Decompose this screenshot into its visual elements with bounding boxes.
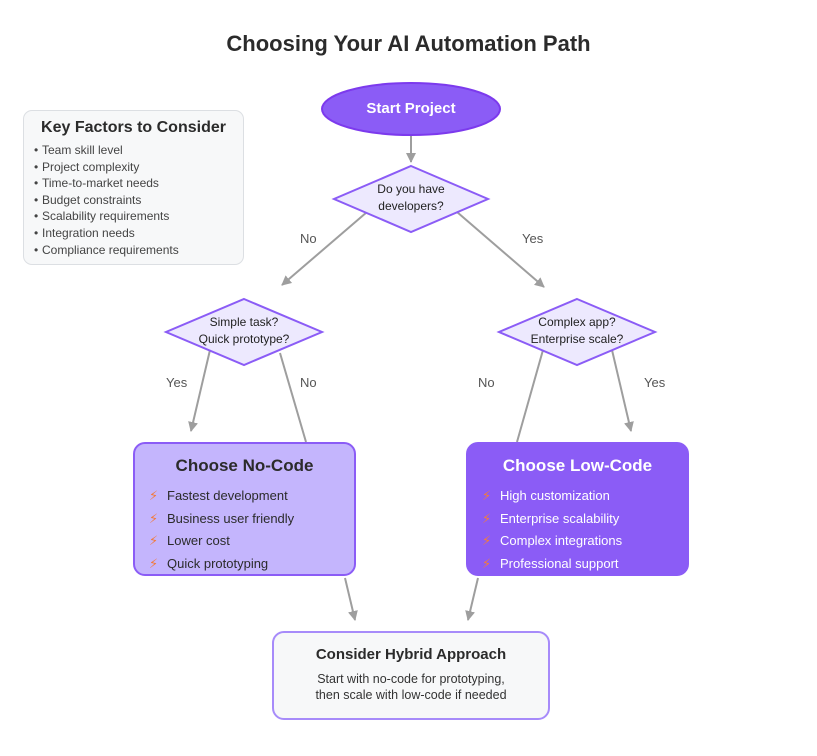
lightning-icon: ⚡	[482, 555, 492, 571]
decision-complex-line2: Enterprise scale?	[530, 332, 624, 346]
factor-label: Budget constraints	[42, 192, 142, 207]
edge-developers-no	[281, 211, 368, 286]
no-code-card: Choose No-Code ⚡ Fastest development ⚡ Bus…	[133, 442, 356, 576]
edge-label-simple-no: No	[300, 375, 317, 390]
factor-label: Scalability requirements	[42, 209, 170, 224]
lightning-icon: ⚡	[482, 533, 492, 548]
edge-simple-yes	[188, 349, 211, 432]
benefit-item: ⚡ High customization	[482, 485, 622, 508]
benefit-item: ⚡ Fastest development	[149, 485, 294, 508]
bullet-icon: •	[34, 159, 39, 174]
no-code-title: Choose No-Code	[175, 456, 314, 475]
factor-item: •Budget constraints	[34, 192, 179, 209]
edge-label-complex-yes: Yes	[644, 375, 666, 390]
low-code-card: Choose Low-Code ⚡ High customization ⚡ Ent…	[466, 442, 689, 576]
lightning-icon: ⚡	[149, 488, 159, 503]
benefit-label: Lower cost	[167, 533, 230, 548]
benefit-item: ⚡ Business user friendly	[149, 508, 294, 531]
benefit-label: High customization	[500, 488, 610, 503]
lightning-icon: ⚡	[482, 510, 492, 526]
decision-simple-line1: Simple task?	[209, 315, 279, 329]
edge-complex-no	[516, 349, 544, 443]
factor-label: Integration needs	[42, 225, 135, 240]
factor-label: Time-to-market needs	[42, 176, 159, 191]
low-code-title: Choose Low-Code	[502, 456, 653, 475]
key-factors-title: Key Factors to Consider	[41, 119, 226, 136]
low-code-benefits: ⚡ High customization ⚡ Enterprise scalabil…	[482, 485, 622, 575]
edge-label-developers-no: No	[300, 231, 317, 246]
diagram-title: Choosing Your AI Automation Path	[226, 31, 591, 56]
benefit-item: ⚡ Complex integrations	[482, 530, 622, 553]
benefit-item: ⚡ Enterprise scalability	[482, 508, 622, 531]
edge-simple-no	[279, 352, 307, 443]
hybrid-description-line2: then scale with low-code if needed	[315, 688, 507, 702]
benefit-label: Professional support	[500, 555, 619, 571]
bullet-icon: •	[34, 192, 39, 207]
decision-developers-diamond	[331, 164, 491, 234]
bullet-icon: •	[34, 242, 39, 257]
hybrid-description-line1: Start with no-code for prototyping,	[317, 672, 505, 686]
decision-simple-diamond	[163, 297, 325, 367]
decision-complex-text: Complex app? Enterprise scale?	[502, 314, 652, 348]
edge-lowcode-to-hybrid	[465, 577, 479, 621]
factor-label: Compliance requirements	[42, 242, 179, 257]
factor-item: •Team skill level	[34, 142, 179, 159]
benefit-label: Fastest development	[167, 488, 288, 503]
edge-developers-yes	[456, 211, 545, 288]
lightning-icon: ⚡	[149, 533, 159, 548]
bullet-icon: •	[34, 225, 39, 240]
benefit-label: Complex integrations	[500, 533, 623, 548]
lightning-icon: ⚡	[482, 488, 492, 503]
factor-label: Project complexity	[42, 159, 140, 174]
key-factors-list: •Team skill level •Project complexity •T…	[34, 142, 179, 258]
no-code-benefits: ⚡ Fastest development ⚡ Business user frie…	[149, 485, 294, 575]
decision-simple-line2: Quick prototype?	[198, 332, 290, 346]
decision-complex-diamond	[496, 297, 658, 367]
bullet-icon: •	[34, 143, 39, 157]
factor-label: Team skill level	[42, 143, 123, 157]
benefit-item: ⚡ Professional support	[482, 553, 622, 576]
start-label: Start Project	[366, 100, 456, 117]
lightning-icon: ⚡	[149, 510, 159, 526]
factor-item: •Project complexity	[34, 159, 179, 176]
decision-developers-line1: Do you have	[377, 182, 445, 196]
start-node	[321, 82, 501, 136]
bullet-icon: •	[34, 209, 39, 224]
hybrid-description: Start with no-code for prototyping, then…	[274, 671, 548, 703]
key-factors-panel: Key Factors to Consider •Team skill leve…	[23, 110, 244, 265]
hybrid-approach-card: Consider Hybrid Approach Start with no-c…	[272, 631, 550, 720]
edge-nocode-to-hybrid	[344, 577, 358, 621]
edge-complex-yes	[611, 349, 634, 432]
decision-developers-line2: developers?	[378, 199, 444, 213]
factor-item: •Scalability requirements	[34, 208, 179, 225]
decision-developers-text: Do you have developers?	[336, 181, 486, 215]
bullet-icon: •	[34, 176, 39, 191]
benefit-item: ⚡ Lower cost	[149, 530, 294, 553]
edge-label-complex-no: No	[478, 375, 495, 390]
factor-item: •Time-to-market needs	[34, 175, 179, 192]
benefit-item: ⚡ Quick prototyping	[149, 553, 294, 576]
benefit-label: Quick prototyping	[167, 555, 269, 571]
decision-complex-line1: Complex app?	[538, 315, 616, 329]
edge-label-developers-yes: Yes	[522, 231, 544, 246]
lightning-icon: ⚡	[149, 555, 159, 571]
hybrid-title: Consider Hybrid Approach	[315, 646, 507, 663]
edge-label-simple-yes: Yes	[166, 375, 188, 390]
decision-simple-text: Simple task? Quick prototype?	[169, 314, 319, 348]
benefit-label: Business user friendly	[167, 510, 295, 526]
factor-item: •Integration needs	[34, 225, 179, 242]
factor-item: •Compliance requirements	[34, 242, 179, 259]
benefit-label: Enterprise scalability	[500, 510, 620, 526]
